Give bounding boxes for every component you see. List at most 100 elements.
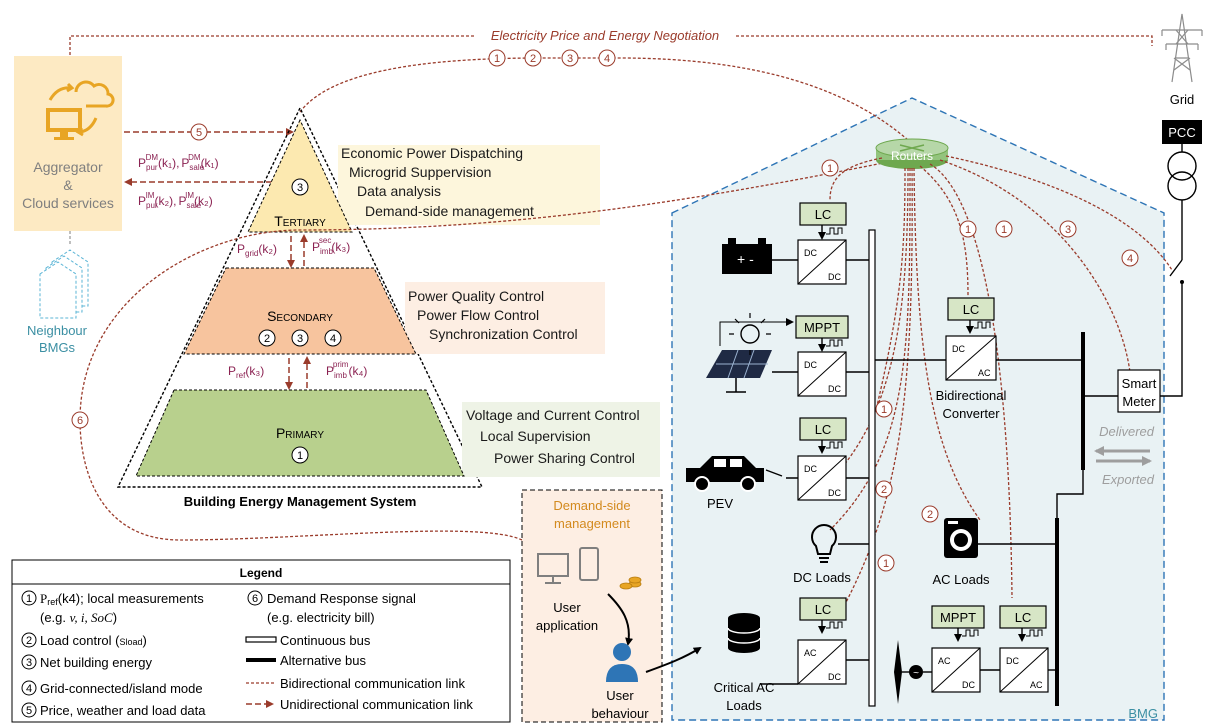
svg-text:DC: DC [962, 680, 975, 690]
user-to-bmg-arrow [645, 646, 702, 673]
grid-label: Grid [1170, 92, 1195, 107]
p-imb-prim-label: Pimbprim(k₄) [326, 360, 367, 380]
svg-text:1: 1 [827, 163, 833, 175]
p-grid-label: Pgrid(k₂) [237, 242, 277, 258]
svg-text:1: 1 [494, 53, 500, 65]
tertiary-fn-4: Demand-side management [365, 203, 534, 219]
svg-text:Alternative bus: Alternative bus [280, 653, 366, 668]
svg-text:2: 2 [927, 509, 933, 521]
p-ref-label: Pref(k₃) [228, 364, 264, 380]
legend-continuous-bus: Continuous bus [245, 633, 371, 648]
svg-text:DC: DC [828, 672, 841, 682]
svg-text:1: 1 [1001, 224, 1007, 236]
neighbour-line1: Neighbour [27, 323, 88, 338]
primary-fn-1: Voltage and Current Control [466, 407, 640, 423]
svg-text:DC: DC [804, 360, 817, 370]
svg-text:LC: LC [963, 302, 980, 317]
coins-icon [619, 576, 642, 590]
svg-text:DC: DC [1006, 656, 1019, 666]
primary-circle-1: 1 [291, 446, 309, 464]
router-circle-1c: 1 [995, 220, 1013, 238]
router-circle-2b: 2 [921, 505, 939, 523]
router-circle-2a: 2 [875, 480, 893, 498]
legend-alternative-bus: Alternative bus [246, 653, 366, 668]
svg-text:DC: DC [828, 272, 841, 282]
svg-text:1: 1 [965, 224, 971, 236]
svg-text:5: 5 [196, 127, 202, 139]
aggregator-line3: Cloud services [22, 195, 114, 211]
svg-text:AC: AC [938, 656, 951, 666]
svg-text:1: 1 [883, 558, 889, 570]
secondary-circle-3: 3 [291, 329, 309, 347]
smart-meter-2: Meter [1122, 394, 1156, 409]
primary-fn-2: Local Supervision [480, 428, 591, 444]
svg-text:DC: DC [828, 488, 841, 498]
critical-loads-2: Loads [726, 698, 762, 713]
svg-text:Net building energy: Net building energy [40, 655, 153, 670]
primary-level [135, 389, 465, 477]
battery-icon: + - [722, 238, 772, 274]
secondary-label: Secondary [267, 308, 333, 324]
svg-text:3: 3 [567, 53, 573, 65]
svg-text:LC: LC [815, 207, 832, 222]
svg-text:PpurIM(k₂),PsaleIM(k₂): PpurIM(k₂),PsaleIM(k₂) [138, 191, 213, 210]
svg-text:AC: AC [804, 648, 817, 658]
pcc-label: PCC [1168, 125, 1195, 140]
bulb-icon [811, 524, 837, 563]
pyramid-router-link [299, 57, 909, 141]
lc-pev [799, 417, 847, 441]
svg-text:DC: DC [952, 344, 965, 354]
svg-text:Demand Response signal: Demand Response signal [267, 591, 416, 606]
legend-title: Legend [240, 566, 283, 580]
svg-text:2: 2 [26, 635, 32, 647]
smart-meter-1: Smart [1122, 376, 1157, 391]
tertiary-label: Tertiary [274, 213, 326, 229]
svg-text:6: 6 [252, 593, 258, 605]
secondary-fn-3: Synchronization Control [429, 326, 578, 342]
svg-text:4: 4 [1127, 253, 1133, 265]
delivered-label: Delivered [1099, 424, 1155, 439]
router-circle-3: 3 [1059, 220, 1077, 238]
negotiation-label: Electricity Price and Energy Negotiation [491, 28, 719, 43]
svg-text:Grid-connected/island mode: Grid-connected/island mode [40, 681, 203, 696]
svg-text:PpurDM(k₁),PsaleDM(k₁): PpurDM(k₁),PsaleDM(k₁) [138, 153, 219, 172]
legend-item-2: 2 Load control (Sload) [21, 632, 147, 648]
lc-bidir [947, 297, 995, 321]
neg-circle-2: 2 [524, 49, 542, 67]
router-circle-1d: 1 [875, 400, 893, 418]
tertiary-fn-3: Data analysis [357, 183, 441, 199]
secondary-level [183, 267, 417, 355]
circle-6: 6 [71, 411, 89, 429]
svg-text:5: 5 [26, 705, 32, 717]
user-beh-2: behaviour [591, 706, 649, 721]
exported-label: Exported [1102, 472, 1155, 487]
svg-text:3: 3 [26, 657, 32, 669]
solar-panel-icon [706, 313, 772, 393]
dsm-title-1: Demand-side [553, 498, 630, 513]
user-app-1: User [553, 600, 581, 615]
dm-formula: PpurDM(k₁),PsaleDM(k₁) [138, 153, 219, 172]
svg-text:LC: LC [815, 602, 832, 617]
svg-text:Pref(k4); local measurements: Pref(k4); local measurements [40, 591, 204, 607]
transformer-icon [1167, 151, 1197, 201]
svg-text:Continuous bus: Continuous bus [280, 633, 371, 648]
neg-circle-4: 4 [598, 49, 616, 67]
lc-critical [799, 597, 847, 621]
pev-label: PEV [707, 496, 733, 511]
dc-loads-label: DC Loads [793, 570, 851, 585]
svg-text:6: 6 [77, 415, 83, 427]
pyramid-caption: Building Energy Management System [184, 494, 417, 509]
dc-bus [868, 229, 876, 707]
secondary-circle-2: 2 [258, 329, 276, 347]
svg-text:Bidirectional communication li: Bidirectional communication link [280, 676, 465, 691]
tertiary-fn-1: Economic Power Dispatching [341, 145, 523, 161]
svg-text:3: 3 [1065, 224, 1071, 236]
svg-text:MPPT: MPPT [940, 610, 976, 625]
svg-text:Price, weather and load data: Price, weather and load data [40, 703, 206, 718]
database-icon [727, 613, 761, 653]
bmg-label: BMG [1128, 706, 1158, 721]
router-circle-1b: 1 [959, 220, 977, 238]
neighbour-buildings-icon [39, 249, 89, 319]
svg-text:1: 1 [26, 593, 32, 605]
legend-bidirectional-link: Bidirectional communication link [246, 676, 465, 691]
